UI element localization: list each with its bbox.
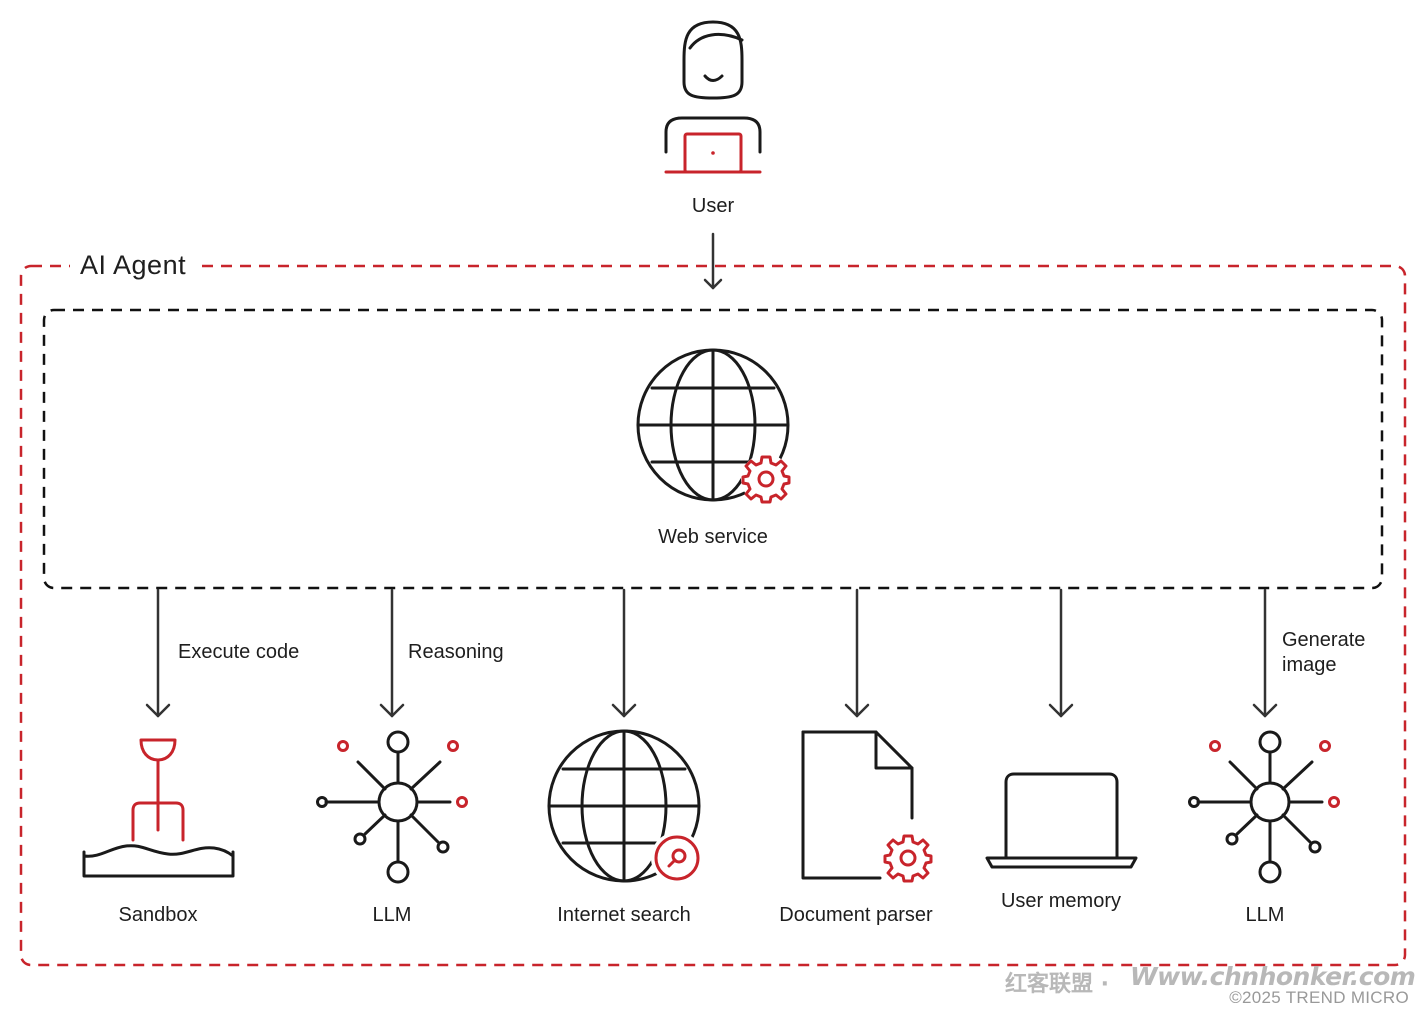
tool-label-document-parser: Document parser: [779, 904, 933, 926]
tool-label-user-memory: User memory: [1000, 890, 1122, 912]
llm-icon-generate-image: [1188, 730, 1340, 884]
web-service-gear-icon: [741, 454, 791, 504]
watermark-url-text: Www.chnhonker.com: [1130, 962, 1416, 991]
arrow-to-document-parser: [844, 588, 870, 718]
tool-label-llm-generate-image: LLM: [1245, 904, 1285, 926]
arrow-to-user-memory: [1048, 588, 1074, 718]
web-service-boundary: [42, 308, 1384, 590]
arrow-user-to-service: [703, 232, 723, 290]
edge-label-reasoning: Reasoning: [408, 641, 504, 663]
user-label: User: [691, 195, 735, 217]
arrow-to-internet-search: [611, 588, 637, 718]
tool-label-llm-reasoning: LLM: [372, 904, 412, 926]
search-magnifier-icon: [651, 832, 703, 884]
watermark-cn-text: 红客联盟 ·: [1005, 972, 1110, 997]
copyright-text: ©2025 TREND MICRO: [1229, 988, 1409, 1007]
llm-icon-reasoning: [316, 730, 468, 884]
document-parser-icon: [801, 730, 914, 880]
arrow-to-sandbox: [145, 588, 171, 718]
ai-agent-title: AI Agent: [70, 248, 197, 282]
user-icon: [664, 20, 762, 174]
document-gear-icon: [881, 831, 935, 885]
web-service-label: Web service: [658, 526, 768, 548]
edge-label-generate-image-line2: image: [1282, 654, 1337, 676]
tool-label-sandbox: Sandbox: [118, 904, 198, 926]
tool-label-internet-search: Internet search: [557, 904, 691, 926]
user-memory-laptop-icon: [985, 772, 1138, 869]
edge-label-execute-code: Execute code: [178, 641, 300, 663]
arrow-to-llm-image: [1252, 588, 1278, 718]
sandbox-icon: [82, 738, 235, 878]
arrow-to-llm-reasoning: [379, 588, 405, 718]
ai-agent-boundary: [19, 264, 1407, 967]
edge-label-generate-image-line1: Generate: [1282, 629, 1366, 651]
